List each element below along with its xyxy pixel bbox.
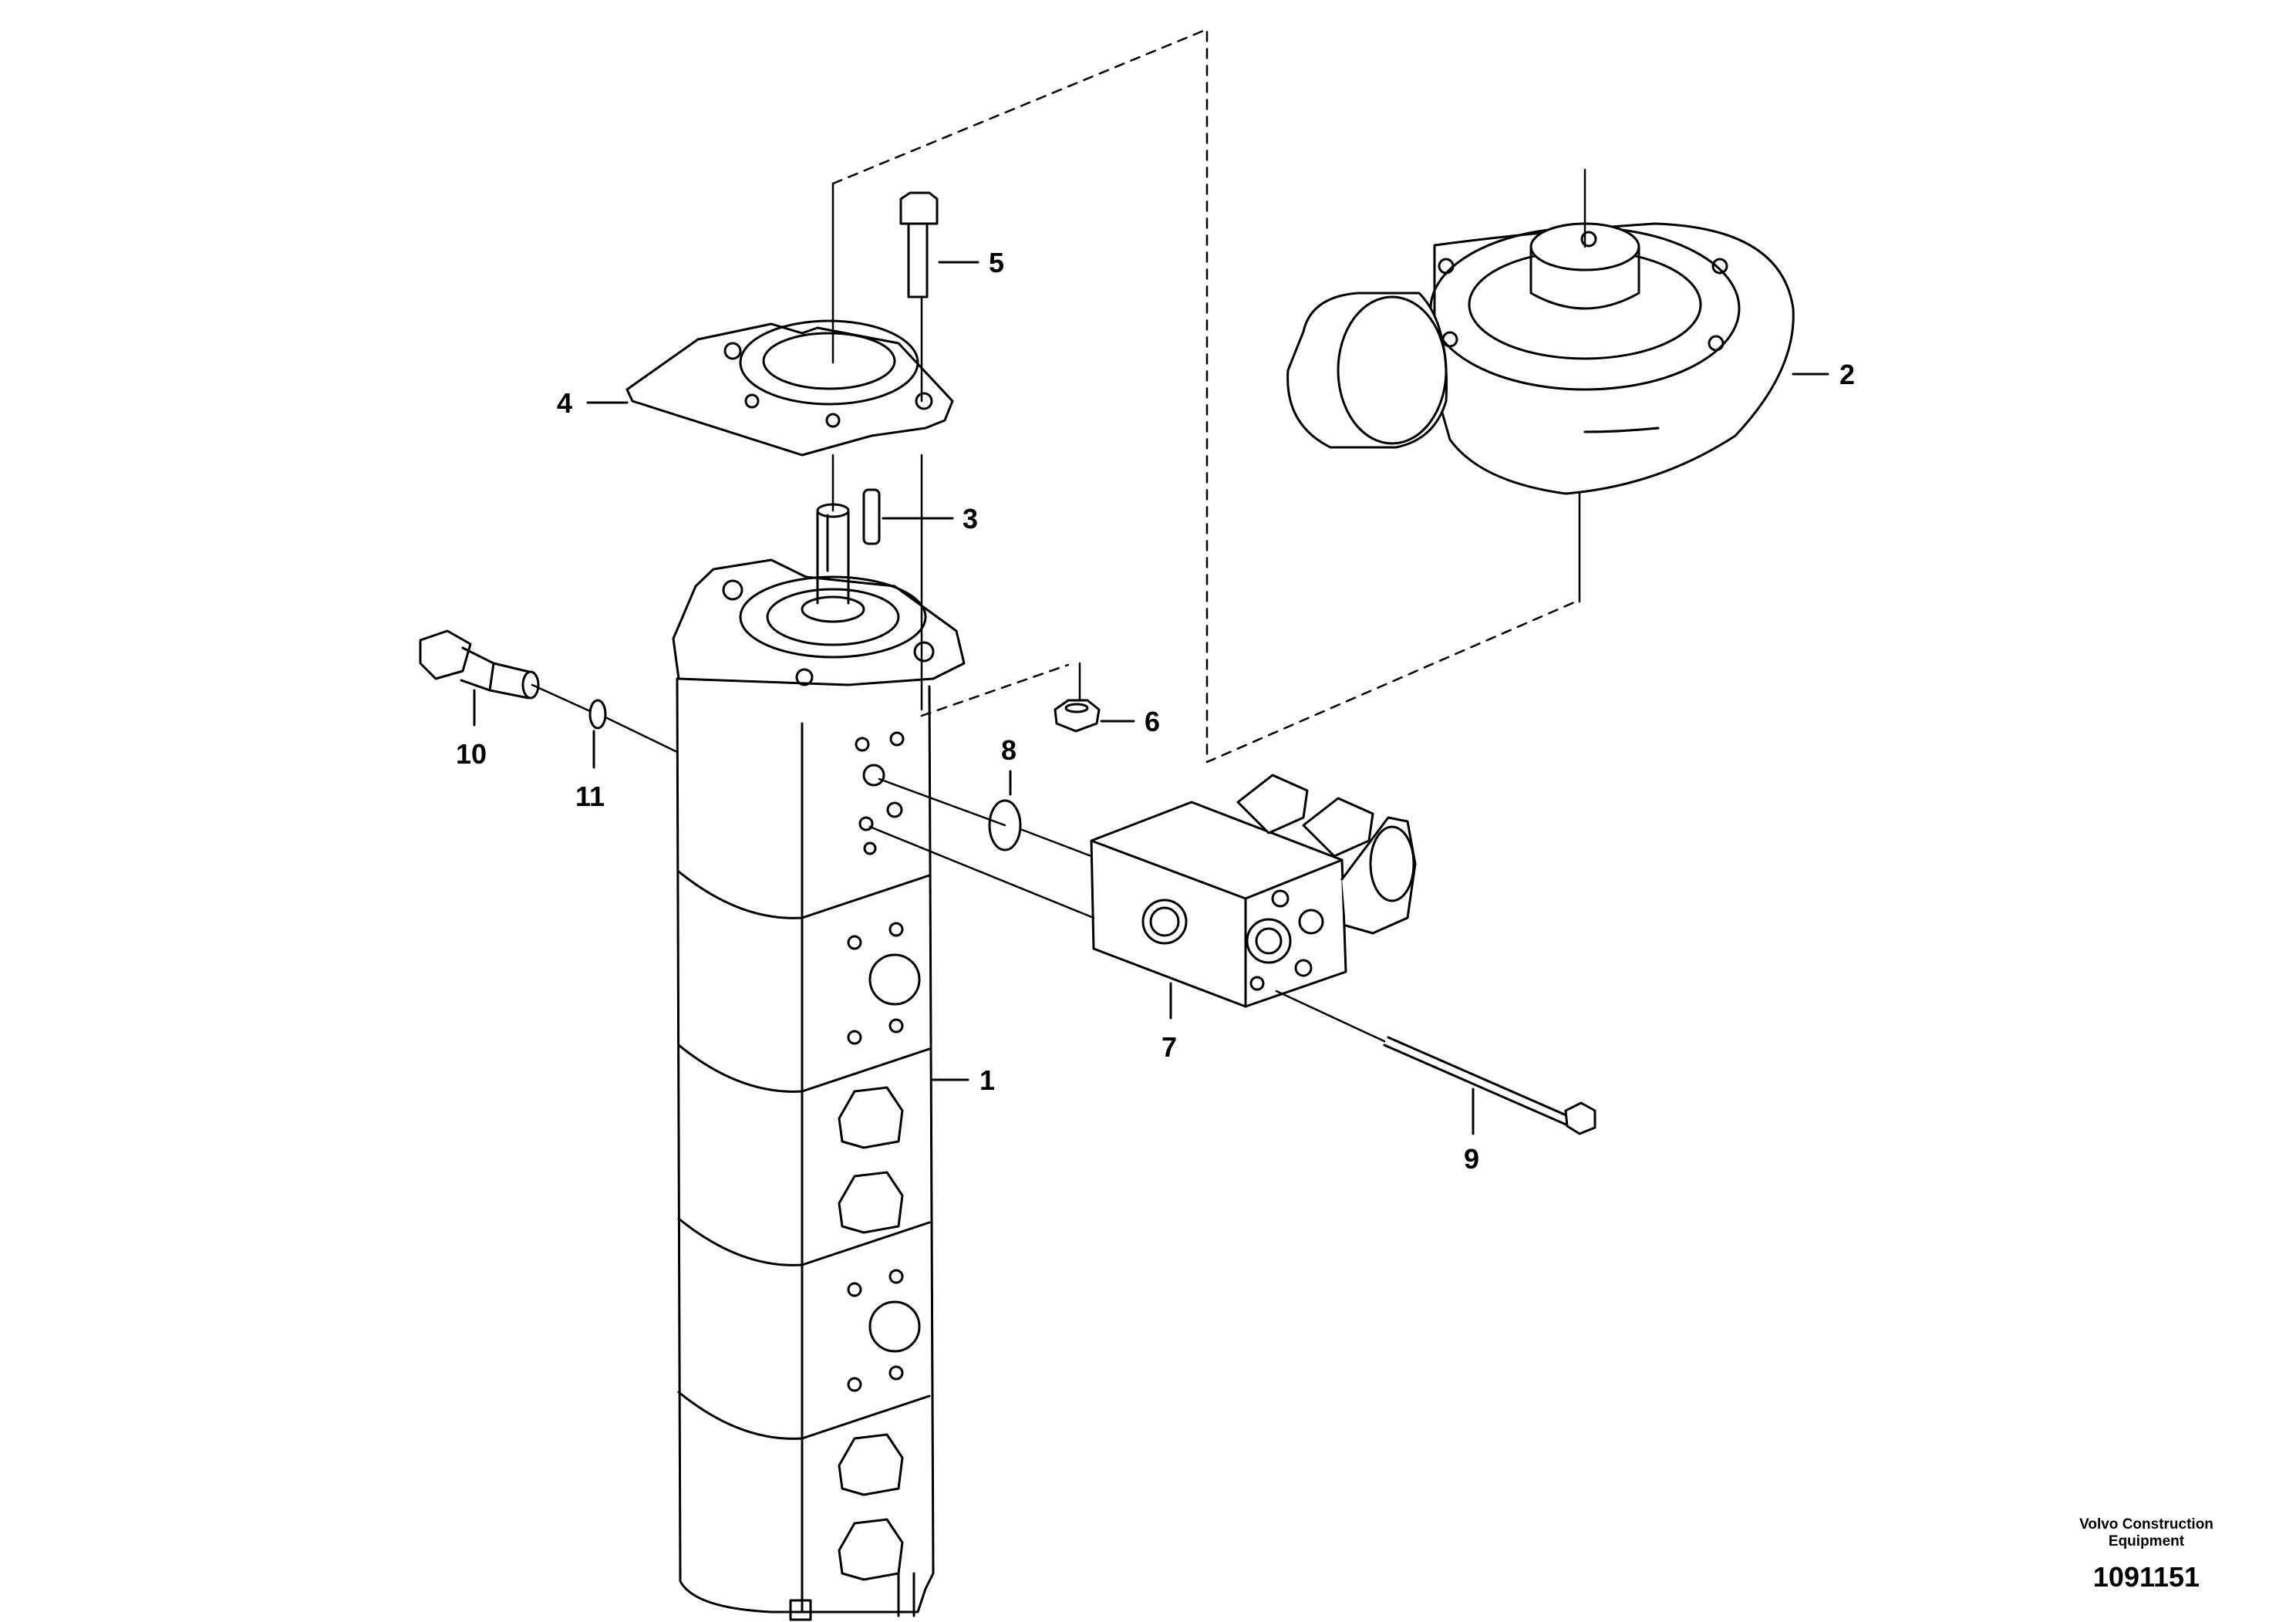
callout-3: 3 xyxy=(963,503,978,534)
brand-line-1: Volvo Construction xyxy=(2079,1516,2213,1533)
callout-4: 4 xyxy=(557,387,572,419)
drawing-number: 1091151 xyxy=(2092,1561,2200,1593)
valve-block xyxy=(1090,774,1417,1008)
callout-5: 5 xyxy=(989,247,1004,278)
callout-8: 8 xyxy=(1001,734,1017,766)
pump-assembly xyxy=(672,503,966,1621)
callout-labels: 1 2 3 4 5 6 7 8 9 10 11 xyxy=(456,247,1855,1175)
housing-part xyxy=(1286,222,1795,495)
callout-1: 1 xyxy=(979,1064,995,1096)
center-lines xyxy=(531,168,1586,1043)
bolt-part xyxy=(899,191,939,298)
callout-7: 7 xyxy=(1161,1031,1177,1063)
nut-part xyxy=(1054,699,1101,733)
shaft-key xyxy=(862,488,881,545)
callout-11: 11 xyxy=(575,781,605,812)
o-ring-11 xyxy=(588,699,607,730)
manufacturer-label: Volvo Construction Equipment xyxy=(2046,1516,2247,1550)
callout-2: 2 xyxy=(1839,359,1855,390)
pressure-sensor xyxy=(419,629,540,700)
callout-6: 6 xyxy=(1145,706,1160,737)
dashed-assembly-lines xyxy=(831,28,1581,764)
callout-10: 10 xyxy=(456,738,487,770)
flange-plate xyxy=(625,319,954,457)
callout-9: 9 xyxy=(1464,1143,1479,1175)
leader-lines xyxy=(473,261,1829,1135)
o-ring-8 xyxy=(988,799,1022,851)
long-screw xyxy=(1383,1036,1596,1135)
brand-line-2: Equipment xyxy=(2108,1533,2185,1549)
